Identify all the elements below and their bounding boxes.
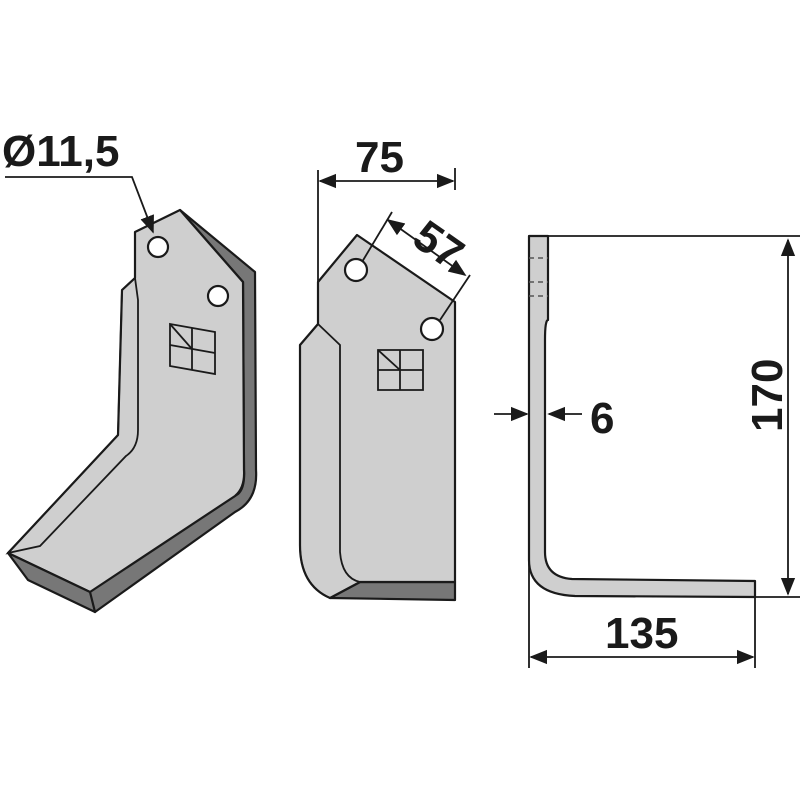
blade-perspective-view: Ø11,5: [2, 127, 258, 614]
side-profile: [527, 234, 757, 599]
blade-face: [6, 208, 246, 594]
front-face: [298, 233, 457, 600]
side-hidden-lines: [529, 257, 548, 297]
spacing-ext-lower: [439, 274, 471, 321]
front-logo-mark: [377, 349, 424, 391]
mount-hole-lower: [206, 284, 230, 308]
height-label: 170: [743, 359, 792, 432]
spacing-label: 57: [404, 211, 472, 279]
spacing-dim-line: [386, 218, 467, 277]
front-hole-upper: [343, 257, 369, 283]
blade-bevel: [5, 276, 139, 555]
blade-front-view: 75 57: [298, 133, 472, 602]
hole-diameter-leader: [5, 176, 154, 234]
blade-side-view: 170 6 135: [494, 234, 800, 668]
width-label: 75: [355, 133, 404, 182]
thickness-label: 6: [590, 394, 614, 443]
front-hole-lower: [419, 316, 445, 342]
mount-hole-upper: [146, 235, 170, 259]
length-label: 135: [605, 609, 678, 658]
blade-cutting-edge: [6, 551, 97, 614]
front-bevel: [299, 322, 363, 599]
hole-diameter-label: Ø11,5: [2, 127, 119, 176]
manufacturer-logo-mark: [169, 322, 216, 376]
